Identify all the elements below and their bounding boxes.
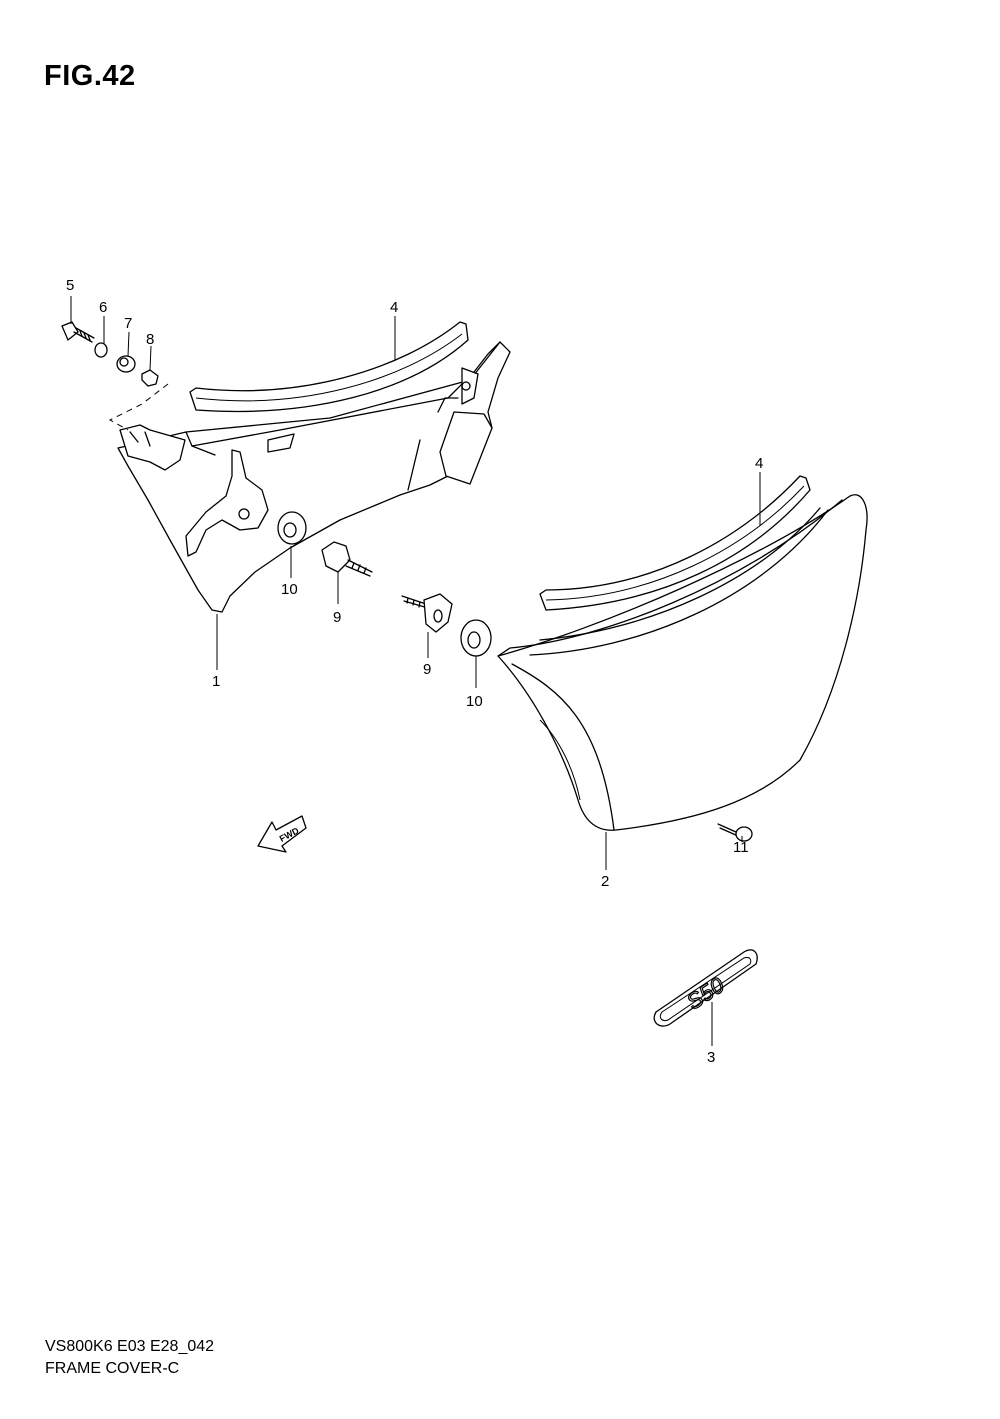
callout-10-right: 10 <box>466 693 483 710</box>
grommet-10-right <box>460 619 492 657</box>
trim-strip-right <box>539 475 811 611</box>
callout-5: 5 <box>66 277 74 294</box>
leader-lines <box>70 296 761 1046</box>
trim-strip-left <box>189 321 469 413</box>
screw-11 <box>717 823 753 842</box>
spacer-8 <box>141 369 159 387</box>
fwd-arrow: FWD <box>257 815 307 853</box>
callout-7: 7 <box>124 315 132 332</box>
figure-title: FIG.42 <box>44 60 136 92</box>
frame-cover-left <box>117 341 511 613</box>
footer: VS800K6 E03 E28_042 FRAME COVER-C <box>45 1336 214 1380</box>
callout-1: 1 <box>212 673 220 690</box>
callout-numbers: 5 6 7 8 4 4 10 9 1 9 10 11 2 3 <box>66 277 763 1066</box>
frame-cover-right <box>497 494 868 831</box>
section-name: FRAME COVER-C <box>45 1360 180 1377</box>
callout-4-left: 4 <box>390 299 398 316</box>
bolt-9-left <box>321 541 373 577</box>
callout-9-right: 9 <box>423 661 431 678</box>
bolt-9-right <box>401 593 453 633</box>
assembly-dashed-line <box>108 383 169 431</box>
callout-6: 6 <box>99 299 107 316</box>
grommet-10-left <box>277 511 307 545</box>
emblem-3: S50 <box>653 949 758 1027</box>
callout-9-left: 9 <box>333 609 341 626</box>
collar-7 <box>116 355 136 373</box>
callout-11: 11 <box>733 839 749 856</box>
washer-6 <box>94 342 108 358</box>
model-code: VS800K6 E03 E28_042 <box>45 1338 215 1355</box>
callout-3: 3 <box>707 1049 715 1066</box>
callout-8: 8 <box>146 331 154 348</box>
callout-2: 2 <box>601 873 609 890</box>
callout-4-right: 4 <box>755 455 763 472</box>
callout-10-left: 10 <box>281 581 298 598</box>
bolt-5 <box>61 321 95 343</box>
